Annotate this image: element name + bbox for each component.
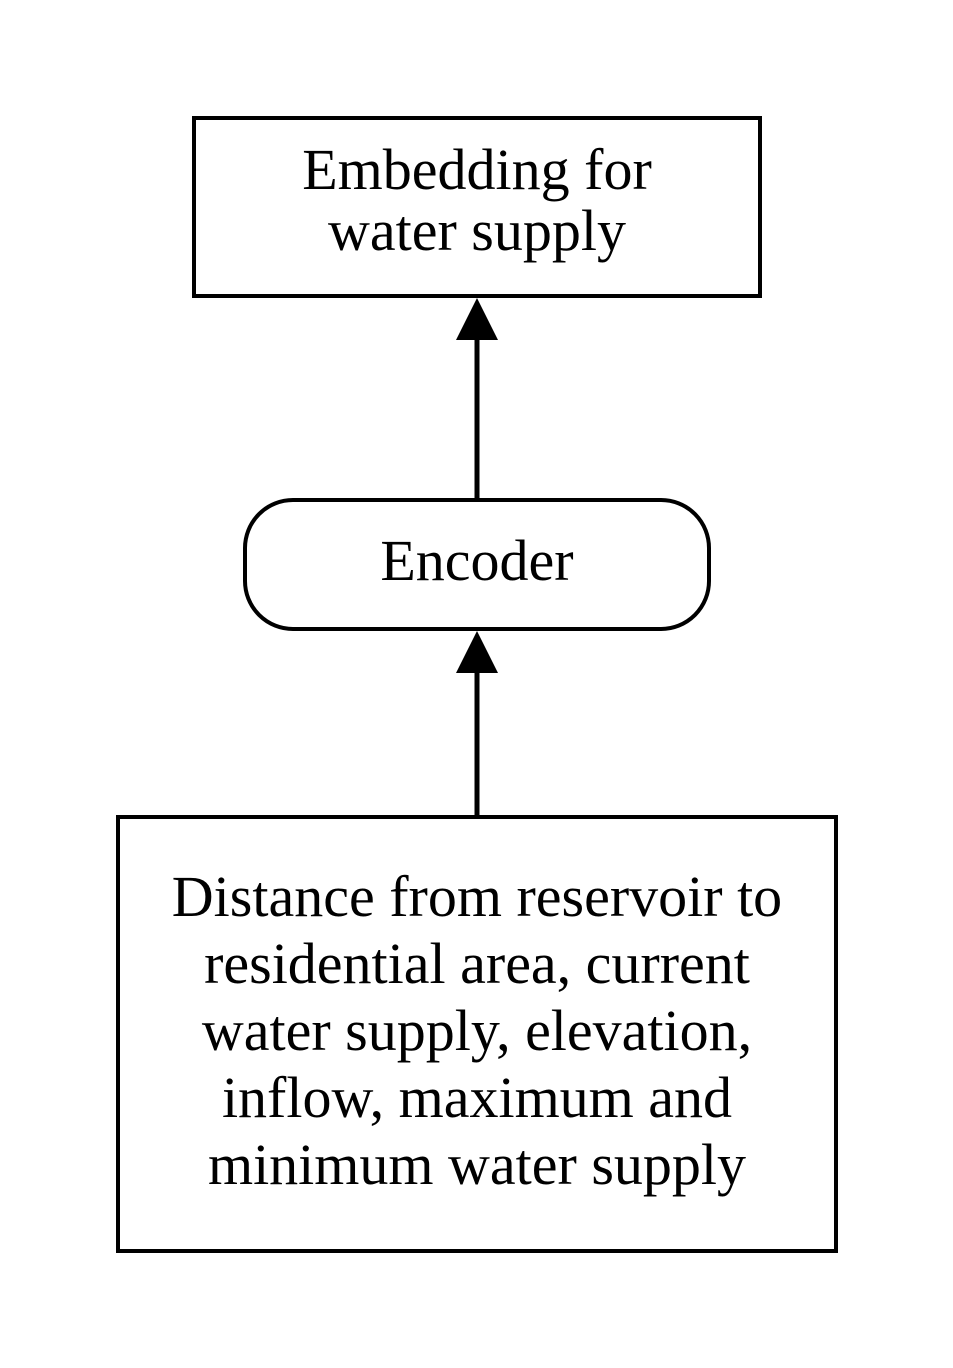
embedding-node: Embedding for water supply xyxy=(192,116,762,298)
arrow-encoder-to-embedding xyxy=(456,298,498,500)
encoder-node-label: Encoder xyxy=(380,528,574,593)
embedding-node-line-1: Embedding for xyxy=(302,137,652,202)
encoder-node: Encoder xyxy=(243,498,711,631)
input-features-line-5: minimum water supply xyxy=(207,1131,747,1197)
input-features-text: Distance from reservoir to residential a… xyxy=(172,864,782,1202)
input-features-line-1: Distance from reservoir to xyxy=(171,863,783,929)
input-features-line-4: inflow, maximum and xyxy=(221,1064,733,1130)
embedding-node-line-2: water supply xyxy=(328,198,626,263)
input-features-line-2: residential area, current xyxy=(204,930,750,996)
arrow-input-to-encoder xyxy=(456,631,498,817)
embedding-node-text: Embedding for water supply xyxy=(302,137,652,268)
input-features-node: Distance from reservoir to residential a… xyxy=(116,815,838,1253)
input-features-line-3: water supply, elevation, xyxy=(201,997,753,1063)
